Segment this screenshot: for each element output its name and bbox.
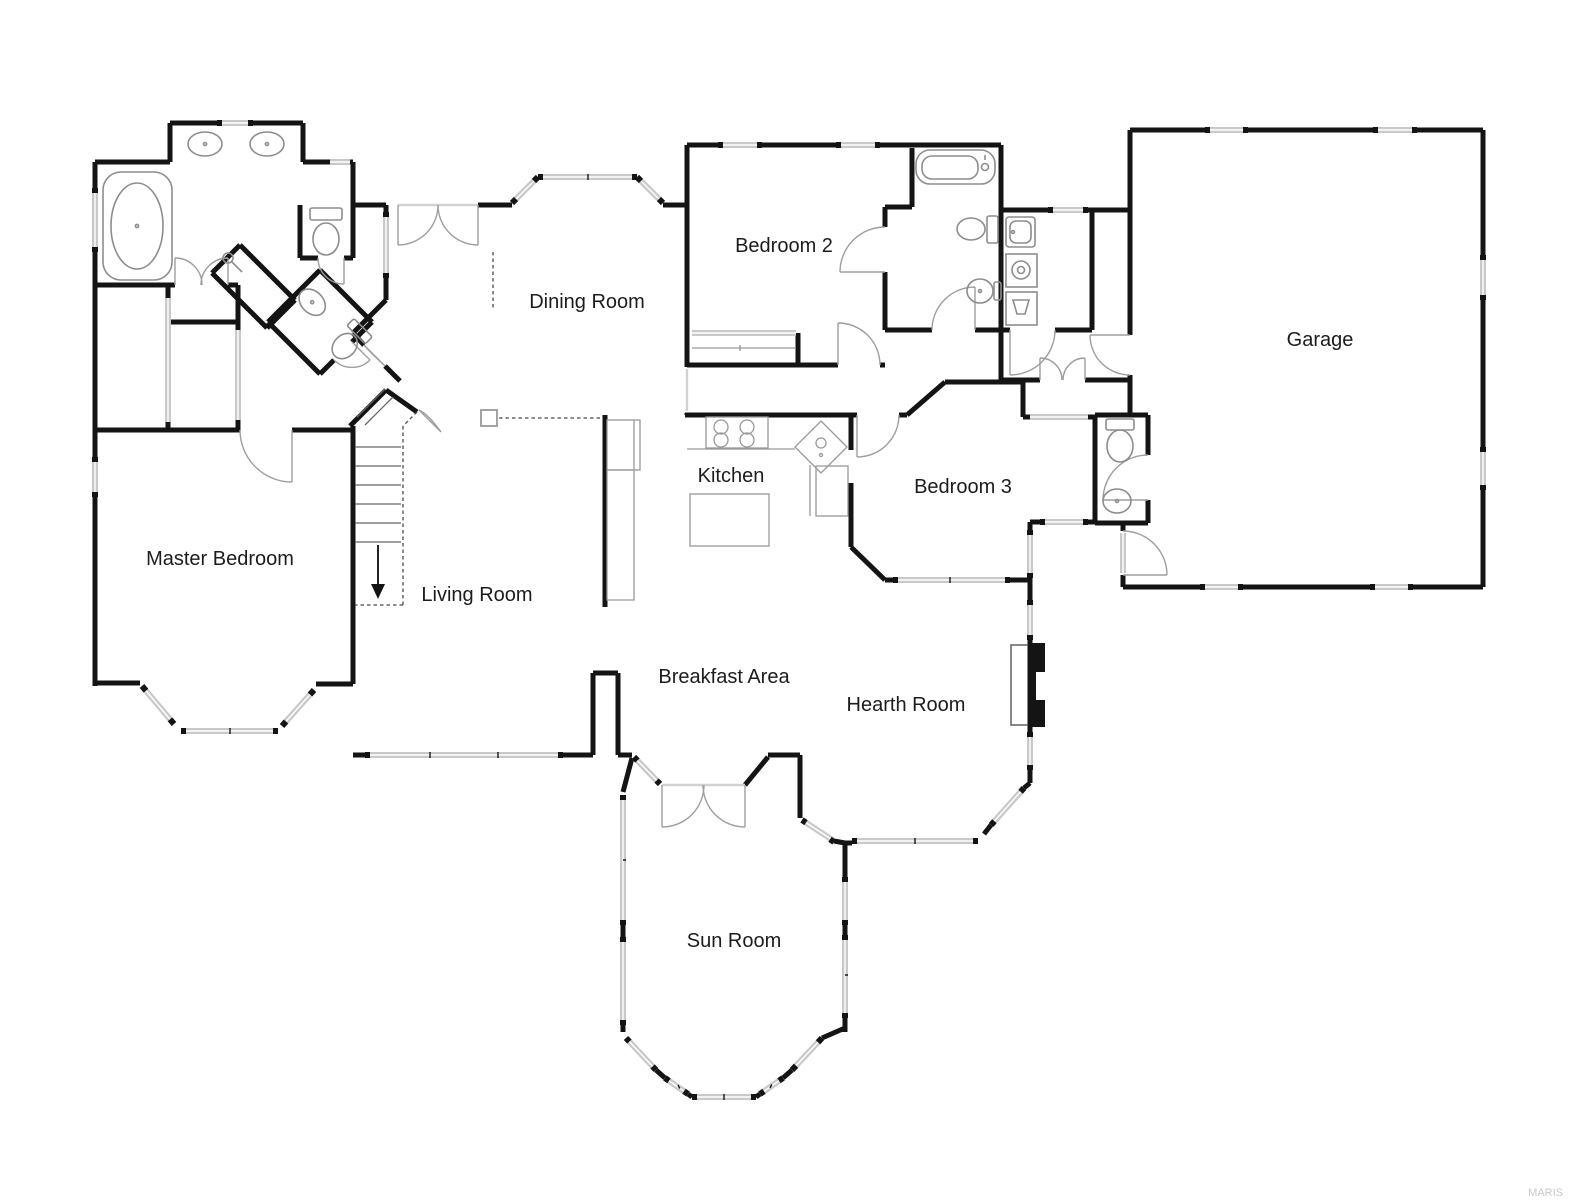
water-closet-toilet-icon [309,207,343,256]
label-master-bedroom: Master Bedroom [146,548,294,570]
mudhall-double-doors [1039,357,1086,381]
stove-icon [705,416,769,449]
label-dining-room: Dining Room [529,291,645,313]
stair-treads [355,388,401,543]
label-kitchen: Kitchen [698,465,765,487]
corner-sink-icon [794,420,848,474]
double-vanity-sinks-icon [187,131,285,157]
watermark: MARIS [1528,1187,1563,1199]
fireplace-icon [1010,643,1045,727]
front-entry-doors [397,204,479,246]
label-bedroom-2: Bedroom 2 [735,235,833,257]
bedroom2-bath-door [931,286,976,331]
master-bedroom-door [239,429,293,483]
label-bedroom-3: Bedroom 3 [914,476,1012,498]
powder-room-door [1102,454,1149,501]
foyer-closet-door [363,344,442,433]
label-sun-room: Sun Room [687,930,782,952]
window-mullions [229,174,951,1100]
beam-dashed-lines [492,252,603,419]
powder-toilet-icon [1105,418,1135,463]
master-bathtub-icon [102,171,173,281]
label-hearth-room: Hearth Room [847,694,966,716]
garage-service-door [1122,530,1168,576]
window-band [92,120,1486,1100]
dryer-icon [1005,291,1038,326]
closet-shelf-line [692,345,796,351]
water-closet-door [317,257,345,285]
bedroom3-door [856,414,900,458]
windows [92,120,1486,1100]
washer-icon [1005,253,1038,288]
room-labels: Master Bedroom Living Room Dining Room B… [146,235,1353,952]
powder-sink-icon [1102,488,1132,514]
fixtures [102,131,1135,727]
laundry-door [1009,329,1056,376]
stair-arrow-head [371,584,385,599]
shower-head-icon [222,252,243,273]
walls [92,120,1486,1099]
garage-hall-door [1089,334,1131,376]
laundry-sink-icon [1005,216,1036,248]
garage-walls [1001,127,1486,590]
bath2-toilet-icon [956,215,999,244]
window-caps [92,120,1486,1100]
sunroom-french-doors [661,784,746,828]
entry-dining-walls [478,145,690,415]
bath-to-bedroom2-door [839,226,886,273]
master-bath-double-doors [174,257,229,286]
master-vanity-door [333,341,371,369]
label-living-room: Living Room [421,584,532,606]
structure-markers [480,252,603,427]
kitchen-island [689,493,770,547]
master-vanity2-icon [298,288,373,360]
bath2-sink-icon [966,278,1002,304]
kitchen-counter-edge [687,448,811,516]
column-marker [480,409,498,427]
bedroom2-bath-walls [687,142,1130,380]
master-suite-walls [92,120,419,687]
breakfast-sunroom-walls [353,670,852,1099]
kitchen-bedroom3-walls [602,379,1095,836]
window-core [94,122,1484,1098]
refrigerator-pantry-icons [606,419,641,601]
stair-dashed-outline [355,411,418,606]
dishwasher-icon [815,465,849,517]
label-garage: Garage [1287,329,1354,351]
staircase [355,388,418,606]
label-breakfast-area: Breakfast Area [658,666,790,688]
bedroom2-door [837,322,881,366]
bath2-tub-icon [915,149,996,185]
